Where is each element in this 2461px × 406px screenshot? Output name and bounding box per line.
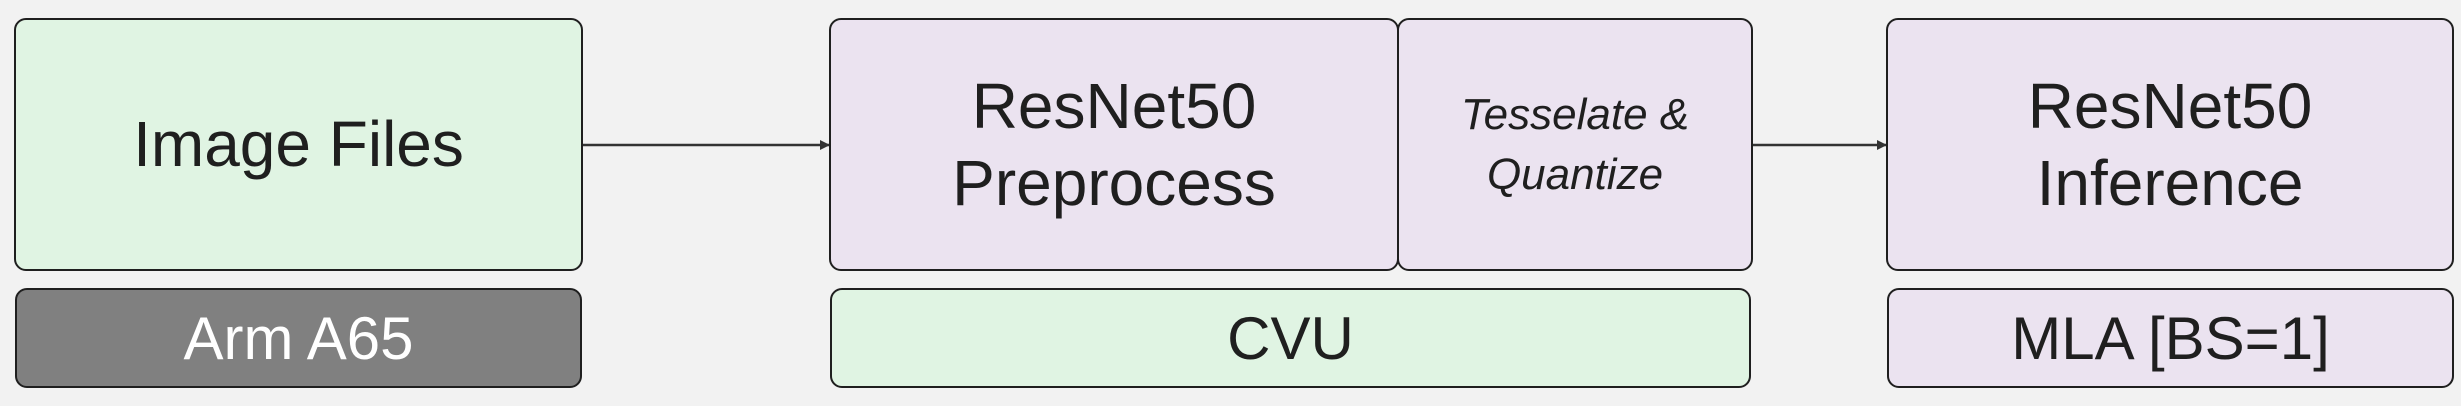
inference-line1: ResNet50 — [2027, 69, 2313, 142]
tesselate-line1: Tesselate & — [1460, 90, 1690, 140]
preprocess-line2: Preprocess — [952, 146, 1276, 219]
mla-label: MLA [BS=1] — [2011, 304, 2330, 372]
arm-a65-badge: Arm A65 — [15, 288, 582, 388]
tesselate-line2: Quantize — [1486, 149, 1664, 199]
cvu-label: CVU — [1227, 304, 1354, 372]
image-files-label: Image Files — [133, 108, 464, 181]
preprocess-node: ResNet50 Preprocess — [829, 18, 1399, 271]
arm-a65-label: Arm A65 — [183, 304, 414, 372]
image-files-node: Image Files — [14, 18, 583, 271]
inference-node: ResNet50 Inference — [1886, 18, 2454, 271]
preprocess-line1: ResNet50 — [971, 69, 1257, 142]
tesselate-quantize-node: Tesselate & Quantize — [1397, 18, 1753, 271]
cvu-badge: CVU — [830, 288, 1751, 388]
mla-badge: MLA [BS=1] — [1887, 288, 2454, 388]
inference-line2: Inference — [2036, 146, 2304, 219]
